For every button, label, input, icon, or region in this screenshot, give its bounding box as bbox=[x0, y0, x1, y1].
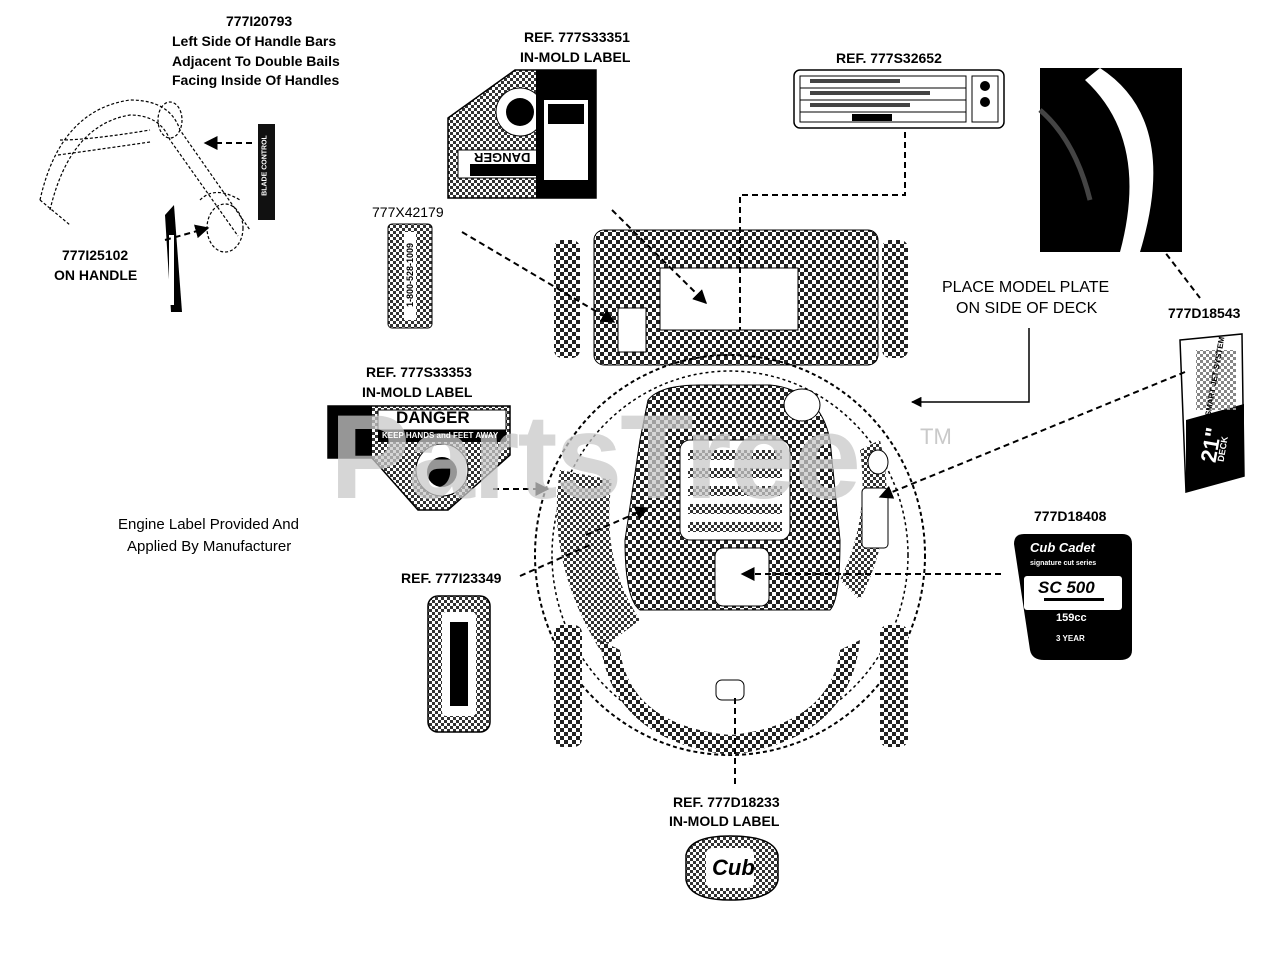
logo-text: Cub bbox=[712, 855, 755, 880]
handle-control-text: BLADE CONTROL bbox=[261, 135, 269, 196]
warning-label bbox=[793, 69, 1005, 129]
side-danger-word: DANGER bbox=[396, 408, 470, 427]
warning-ref: REF. 777S32652 bbox=[836, 50, 942, 66]
front-decal-ref: REF. 777I23349 bbox=[401, 570, 502, 586]
brand-warranty: 3 YEAR bbox=[1056, 634, 1085, 643]
front-right-wheel bbox=[880, 625, 908, 747]
engine-grille-slats bbox=[688, 450, 782, 532]
side-danger-sub: KEEP HANDS and FEET AWAY bbox=[382, 431, 499, 440]
deck-decal-part: 777D18543 bbox=[1168, 305, 1241, 321]
mower-deck bbox=[534, 229, 926, 756]
oil-cap bbox=[867, 449, 889, 475]
deck-photo bbox=[1038, 68, 1182, 252]
phone-label-part: 777X42179 bbox=[372, 204, 444, 220]
logo-desc: IN-MOLD LABEL bbox=[669, 813, 780, 829]
side-danger-label bbox=[327, 405, 511, 511]
handle-drawing bbox=[39, 99, 251, 253]
handle-label-desc-1: Left Side Of Handle Bars bbox=[172, 33, 337, 49]
brand-decal-part: 777D18408 bbox=[1034, 508, 1107, 524]
rear-right-wheel bbox=[882, 240, 908, 358]
rear-danger-desc: IN-MOLD LABEL bbox=[520, 49, 631, 65]
handle-small-desc: ON HANDLE bbox=[54, 267, 138, 283]
rear-flap-panel bbox=[659, 267, 799, 331]
model-plate-line-1: PLACE MODEL PLATE bbox=[942, 279, 1110, 296]
rear-danger-ref: REF. 777S33351 bbox=[524, 29, 630, 45]
front-left-wheel bbox=[554, 625, 582, 747]
brand-model: SC 500 bbox=[1038, 578, 1095, 597]
deck-decal-spot bbox=[861, 487, 889, 549]
logo-ref: REF. 777D18233 bbox=[673, 794, 780, 810]
handle-label-part: 777I20793 bbox=[226, 13, 293, 29]
handle-label-desc-2: Adjacent To Double Bails bbox=[172, 53, 340, 69]
engine-label-spot bbox=[714, 547, 770, 607]
leader-lines bbox=[164, 132, 1201, 786]
side-danger-ref: REF. 777S33353 bbox=[366, 364, 472, 380]
rear-danger-label bbox=[447, 69, 597, 199]
deck-left-shroud bbox=[556, 470, 640, 650]
front-decal bbox=[427, 595, 491, 733]
brand-engine: 159cc bbox=[1056, 612, 1087, 624]
engine-label-line-2: Applied By Manufacturer bbox=[127, 538, 292, 555]
front-logo-spot bbox=[715, 679, 745, 701]
engine-label-line-1: Engine Label Provided And bbox=[118, 516, 299, 533]
side-danger-desc: IN-MOLD LABEL bbox=[362, 384, 473, 400]
logo-decal bbox=[685, 835, 779, 901]
fuel-cap bbox=[783, 388, 821, 422]
brand-decal bbox=[1014, 534, 1132, 660]
handle-label-desc-3: Facing Inside Of Handles bbox=[172, 72, 340, 88]
front-bumper bbox=[600, 640, 860, 755]
phone-number: 1-800-528-1009 bbox=[405, 242, 415, 308]
brand-name: Cub Cadet bbox=[1030, 540, 1095, 555]
rear-danger-word: DANGER bbox=[474, 150, 531, 165]
watermark: PartsTree bbox=[330, 390, 861, 524]
handle-control-label bbox=[258, 124, 275, 220]
rear-flap-small-panel bbox=[617, 307, 647, 353]
model-plate-line-2: ON SIDE OF DECK bbox=[956, 300, 1098, 317]
handle-small-part: 777I25102 bbox=[62, 247, 129, 263]
brand-series: signature cut series bbox=[1030, 560, 1097, 567]
rear-left-wheel bbox=[554, 240, 580, 358]
watermark-tm: TM bbox=[920, 424, 952, 449]
deck-decal bbox=[1179, 333, 1245, 493]
